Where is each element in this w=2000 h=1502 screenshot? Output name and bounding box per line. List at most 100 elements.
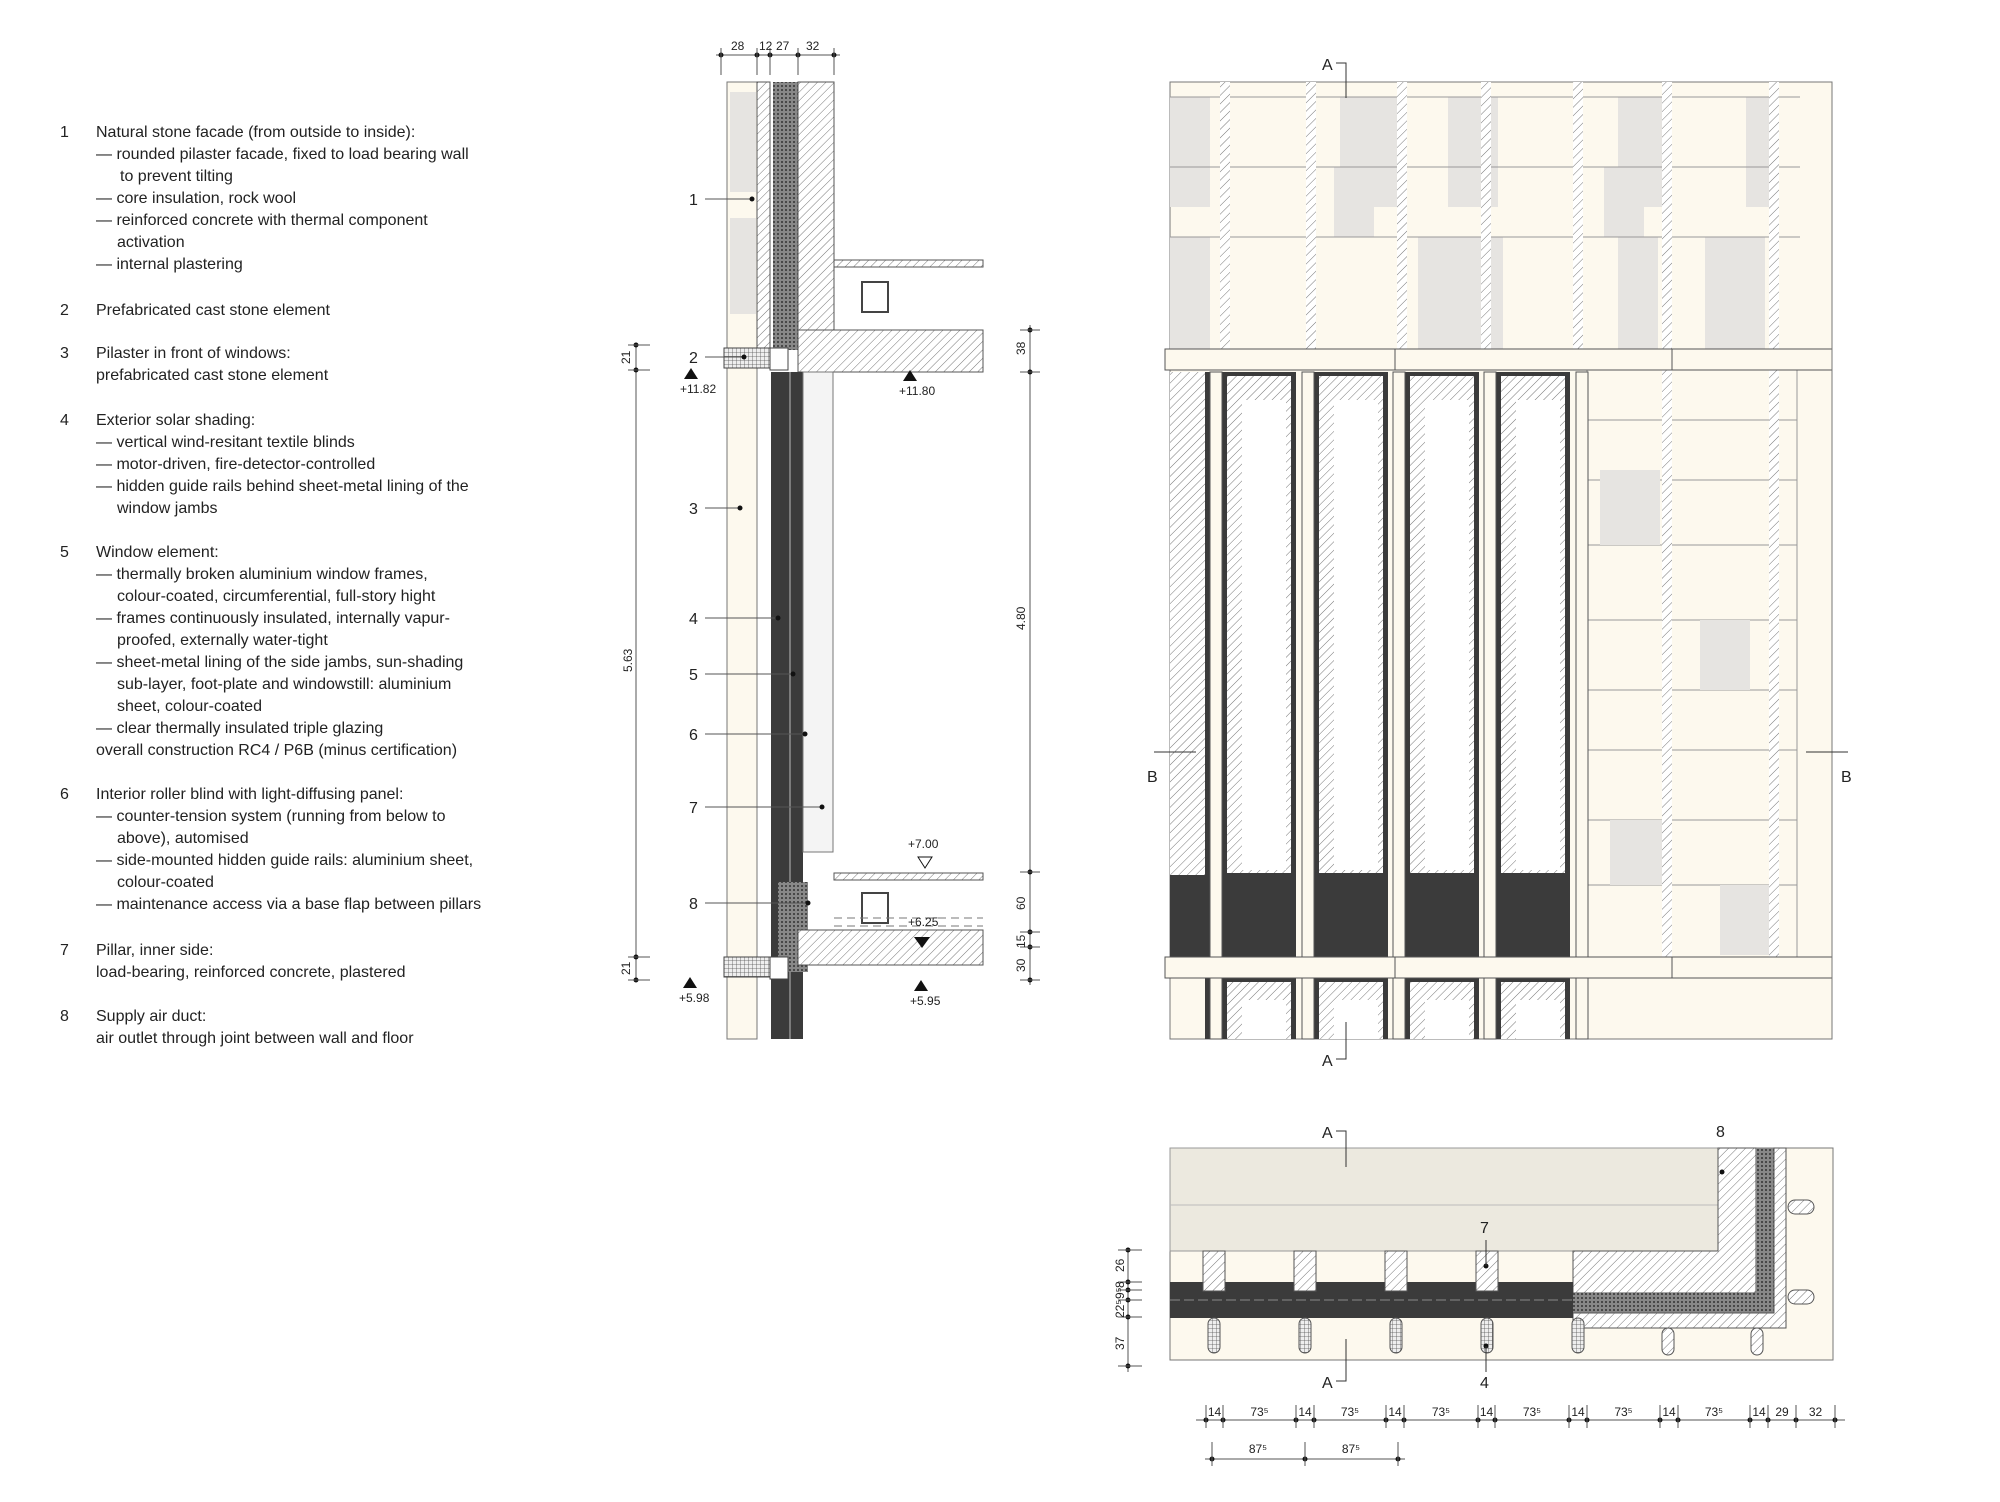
legend-line: activation <box>117 234 185 251</box>
level-label: +5.95 <box>910 994 941 1008</box>
floor-band-cast-stone <box>1164 348 1833 371</box>
stone-block <box>1618 237 1658 367</box>
dimension-label: 29 <box>1775 1405 1789 1419</box>
pilaster-hatched <box>1306 82 1316 349</box>
stone-block <box>1604 167 1644 237</box>
legend-line: Exterior solar shading: <box>96 412 256 429</box>
dimension-tick <box>749 196 755 202</box>
window-frame <box>1205 372 1211 1039</box>
legend-line: — vertical wind-resitant textile blinds <box>96 434 355 451</box>
window-glazing <box>1516 400 1560 870</box>
section-cut-label: A <box>1322 57 1333 74</box>
dimension-label: 14 <box>1388 1405 1402 1419</box>
dimension-label: 87⁵ <box>1249 1442 1267 1456</box>
stone-block <box>1170 237 1210 367</box>
stone-block <box>1746 97 1771 207</box>
dimension-label: 73⁵ <box>1250 1405 1268 1419</box>
callout-number: 4 <box>1480 1375 1489 1392</box>
legend-line: — thermally broken aluminium window fram… <box>96 566 428 583</box>
legend-number: 7 <box>60 942 69 959</box>
pillar <box>1202 1250 1226 1292</box>
callout-number: 6 <box>689 727 698 744</box>
legend-line: Window element: <box>96 544 219 561</box>
legend-line: colour-coated <box>117 874 214 891</box>
pilaster-hatched <box>1769 370 1779 957</box>
dimension-label: 5.63 <box>621 648 635 672</box>
stone-block <box>1700 620 1750 690</box>
level-marker-icon <box>684 368 698 379</box>
section-cut-label: B <box>1841 769 1852 786</box>
legend-line: prefabricated cast stone element <box>96 367 329 384</box>
dimension-label: 14 <box>1298 1405 1312 1419</box>
section-cut-label: A <box>1322 1125 1333 1142</box>
legend-line: — frames continuously insulated, interna… <box>96 610 450 627</box>
legend-line: — reinforced concrete with thermal compo… <box>96 212 428 229</box>
dimension-label: 73⁵ <box>1341 1405 1359 1419</box>
legend-line: — clear thermally insulated triple glazi… <box>96 720 384 737</box>
callout-number: 8 <box>1716 1124 1725 1141</box>
legend-line: sub-layer, foot-plate and windowstill: a… <box>117 676 452 693</box>
dimension-label: 14 <box>1752 1405 1766 1419</box>
legend-line: — hidden guide rails behind sheet-metal … <box>96 478 469 495</box>
legend-line: Supply air duct: <box>96 1008 207 1025</box>
section-cut-label: B <box>1147 769 1158 786</box>
legend-line: Prefabricated cast stone element <box>96 302 330 319</box>
legend-line: overall construction RC4 / P6B (minus ce… <box>96 742 458 759</box>
pilaster-hatched <box>1220 82 1230 349</box>
dimension-label: 27 <box>776 39 790 53</box>
pilaster-section <box>1787 1199 1815 1215</box>
pilaster <box>1392 371 1406 1040</box>
dimension-label: 73⁵ <box>1614 1405 1632 1419</box>
pillar <box>1475 1250 1499 1292</box>
dimension-label: 12 <box>759 39 773 53</box>
legend-line: Pillar, inner side: <box>96 942 214 959</box>
pilaster-section <box>1480 1317 1494 1354</box>
dimension-tick <box>741 354 747 360</box>
level-label: +11.82 <box>680 382 716 396</box>
level-label: +6.25 <box>908 915 939 929</box>
window-glazing <box>1334 1000 1378 1039</box>
dimension-tick <box>775 615 781 621</box>
callout-number: 8 <box>689 896 698 913</box>
section-cut-label: A <box>1322 1375 1333 1392</box>
pilaster-section <box>1298 1317 1312 1354</box>
dimension-label: 73⁵ <box>1432 1405 1450 1419</box>
pillar <box>1384 1250 1408 1292</box>
legend-number: 1 <box>60 124 69 141</box>
dimension-label: 32 <box>1809 1405 1823 1419</box>
callout-number: 2 <box>689 350 698 367</box>
dimension-label: 73⁵ <box>1523 1405 1541 1419</box>
legend-line: window jambs <box>117 500 218 517</box>
dimension-label: 38 <box>1014 341 1028 355</box>
callout-number: 4 <box>689 611 698 628</box>
legend-line: — maintenance access via a base flap bet… <box>96 896 482 913</box>
pilaster <box>1301 371 1315 1040</box>
pillar <box>1293 1250 1317 1292</box>
pilaster-hatched <box>1662 82 1672 349</box>
stone-block <box>1705 237 1765 367</box>
level-label: +11.80 <box>899 384 935 398</box>
pilaster <box>1575 371 1589 1040</box>
dimension-label: 37 <box>1113 1336 1127 1350</box>
dimension-tick <box>790 671 796 677</box>
floor-slab <box>1169 1147 1719 1252</box>
callout-number: 5 <box>689 667 698 684</box>
window-spandrel <box>1222 875 1296 957</box>
pilaster-section <box>1787 1289 1815 1305</box>
insulation <box>1573 1148 1774 1313</box>
callout-number: 7 <box>1480 1220 1489 1237</box>
dimension-tick <box>819 804 825 810</box>
legend-line: — side-mounted hidden guide rails: alumi… <box>96 852 474 869</box>
legend-line: sheet, colour-coated <box>117 698 262 715</box>
legend-number: 3 <box>60 345 69 362</box>
dimension-label: 30 <box>1014 958 1028 972</box>
dimension-label: 14 <box>1208 1405 1222 1419</box>
pilaster-section <box>1571 1317 1585 1354</box>
callout-number: 3 <box>689 501 698 518</box>
dimension-label: 87⁵ <box>1342 1442 1360 1456</box>
dimension-label: 21 <box>619 961 633 975</box>
pilaster-hatched <box>1481 82 1491 349</box>
